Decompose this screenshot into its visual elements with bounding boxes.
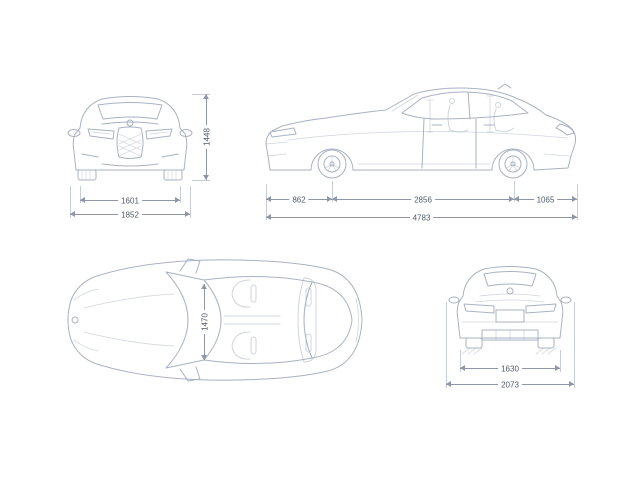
dim-label: 2856 [411,195,435,204]
license-plate [495,309,525,323]
side-mirrors [179,258,201,382]
dim-label: 2073 [498,380,522,389]
interior-seats [223,277,317,363]
ground-hatch [461,347,557,355]
side-view-drawing [265,83,577,179]
extension-line [332,181,333,202]
extension-line [460,350,461,372]
rear-window [303,281,359,359]
brand-roundel-icon [506,287,514,295]
interior-dim-lines [426,95,494,133]
side-mirrors [448,296,572,304]
extension-line [80,186,81,203]
dim-front-track: 1601 [80,196,180,205]
kidney-grille [116,126,144,159]
extension-line [70,186,71,218]
greenhouse [391,83,529,120]
dim-rear-width: 2073 [446,380,574,389]
extension-line [514,181,515,202]
front-bumper [81,153,179,167]
tail-lamp [543,123,575,157]
antenna-fin [497,83,512,90]
top-view [62,254,368,386]
extension-line [180,186,181,203]
brand-roundel-icon [71,316,79,324]
interior-seats [447,98,515,133]
extension-line [266,184,267,220]
dim-interior-width: 1470 [200,284,209,360]
dim-front-overhang: 862 [266,195,332,204]
dim-overall-length: 4783 [266,213,577,222]
extension-line [192,180,210,181]
dim-label: 4783 [409,213,434,222]
rear-view [448,250,572,356]
top-body-outline [67,259,363,381]
extension-line [560,350,561,372]
dim-label: 1852 [118,210,142,219]
rear-wheel [498,149,528,179]
side-mirrors [67,129,193,137]
front-lamp [265,127,297,157]
taillights [463,303,557,314]
front-view-drawing [67,96,193,181]
dim-label: 1065 [533,195,558,204]
dim-front-width: 1852 [70,210,190,219]
side-body-outline [265,87,577,171]
dim-wheelbase: 2856 [332,195,514,204]
extension-line [190,186,191,218]
front-view [62,84,198,186]
top-view-drawing [67,258,363,382]
rear-wheels [465,337,555,349]
front-wheel [317,149,347,179]
rear-body-outline [456,266,564,339]
rear-bumper [461,321,559,341]
dim-label: 1630 [498,364,522,373]
front-body-outline [72,96,188,171]
windshield-roof [165,271,313,369]
extension-line [446,302,447,388]
rear-view-drawing [448,266,572,355]
extension-line [577,184,578,220]
dim-label: 862 [289,195,309,204]
dim-rear-overhang: 1065 [514,195,577,204]
brand-roundel-icon [126,119,134,127]
door-lines [421,118,495,169]
dim-label: 1601 [118,196,142,205]
side-view [262,78,578,188]
extension-line [574,302,575,388]
dim-rear-track: 1630 [460,364,560,373]
dim-label: 1448 [202,125,211,149]
front-wheels [77,169,183,181]
extension-line [192,94,210,95]
dim-front-height: 1448 [202,94,211,180]
headlights [87,128,173,140]
dim-label: 1470 [200,310,209,334]
